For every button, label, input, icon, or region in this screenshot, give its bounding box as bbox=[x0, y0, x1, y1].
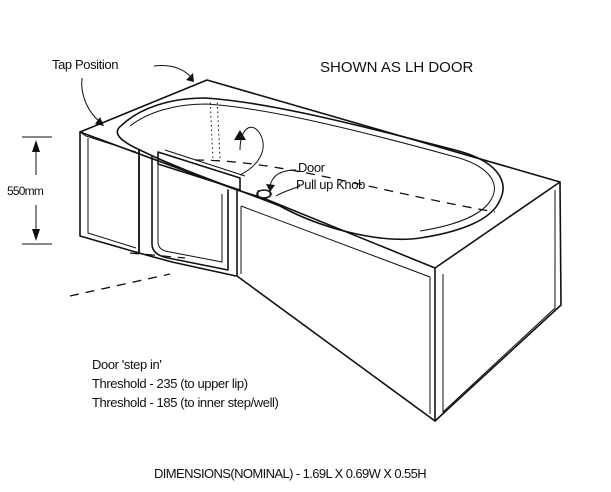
height-label: 550mm bbox=[7, 184, 44, 198]
dimensions-caption: DIMENSIONS(NOMINAL) - 1.69L X 0.69W X 0.… bbox=[154, 466, 426, 481]
bath-basin bbox=[116, 97, 504, 241]
step-in-title: Door 'step in' bbox=[92, 357, 161, 372]
knob-icon bbox=[256, 189, 272, 199]
knob-arrow-icon bbox=[266, 169, 301, 197]
height-dimension bbox=[22, 136, 52, 245]
tap-position-label: Tap Position bbox=[52, 57, 118, 72]
door-panel bbox=[138, 149, 246, 277]
door-label: Door bbox=[298, 160, 326, 175]
tap-arrow-icon bbox=[81, 65, 194, 126]
threshold-inner: Threshold - 185 (to inner step/well) bbox=[92, 395, 279, 410]
pull-up-knob-label: Pull up Knob bbox=[296, 177, 365, 192]
shown-as-label: SHOWN AS LH DOOR bbox=[320, 59, 474, 76]
threshold-upper: Threshold - 235 (to upper lip) bbox=[92, 376, 248, 391]
